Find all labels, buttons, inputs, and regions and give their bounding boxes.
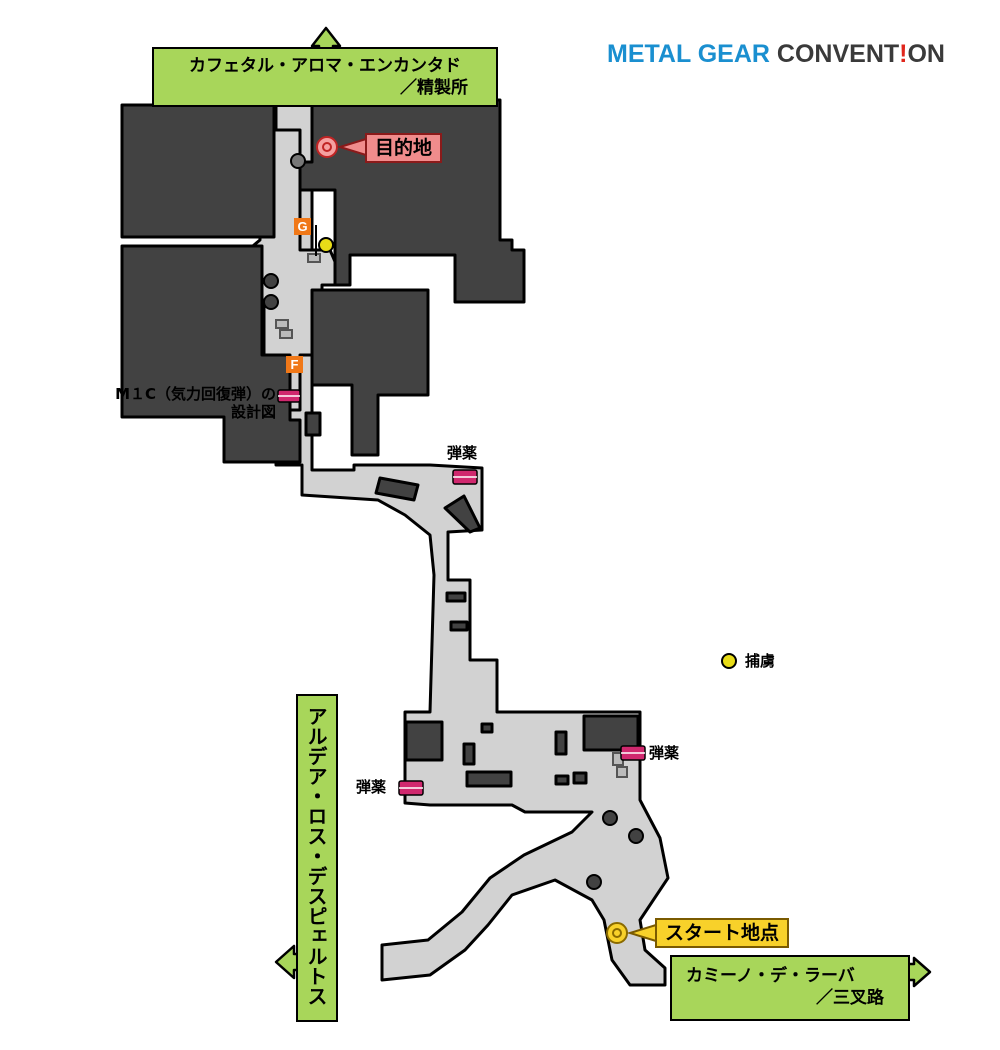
building-room [582,714,640,752]
point-g-icon [294,218,311,235]
props [263,153,644,890]
point-markers: G F [286,218,311,373]
building-nw [120,103,276,239]
building-small-1 [374,476,420,502]
start-label: スタート地点 [655,918,790,948]
item-crates [277,389,646,796]
exit-north-label: カフェタル・アロマ・エンカンタド ／精製所 [152,47,498,107]
ammo-crate-icon-3 [398,780,424,796]
point-g-letter: G [297,219,307,234]
building-center [310,288,430,457]
building-small-2 [443,494,482,534]
point-f-letter: F [291,357,299,372]
destination-label: 目的地 [365,133,443,163]
exit-west-label: アルデア・ロス・デスピェルトス [296,694,338,1022]
captive-legend-icon [721,653,737,669]
ammo-crate-icon-1 [452,469,478,485]
exit-east-label: カミーノ・デ・ラーバ ／三叉路 [670,955,910,1021]
brand-logo: METAL GEAR CONVENT!ON [607,40,945,68]
ammo-crate-icon-2 [620,745,646,761]
ammo-label-3: 弾薬 [356,778,387,796]
ammo-label-1: 弾薬 [447,444,478,462]
building-north [298,98,526,304]
west-arrow-icon [274,944,300,980]
exit-arrows [274,26,932,988]
captive-legend-label: 捕虜 [745,652,776,670]
destination-marker-icon [316,136,367,158]
east-arrow-icon [906,956,932,988]
buildings [120,98,640,788]
blueprint-crate-icon [277,389,301,403]
captive-marker-icon [318,237,334,253]
ammo-label-2: 弾薬 [649,744,680,762]
blueprint-label: M１C（気力回復弾）の 設計図 [115,385,276,421]
point-f-icon [286,356,303,373]
building-west [120,244,302,464]
building-block [404,720,444,762]
